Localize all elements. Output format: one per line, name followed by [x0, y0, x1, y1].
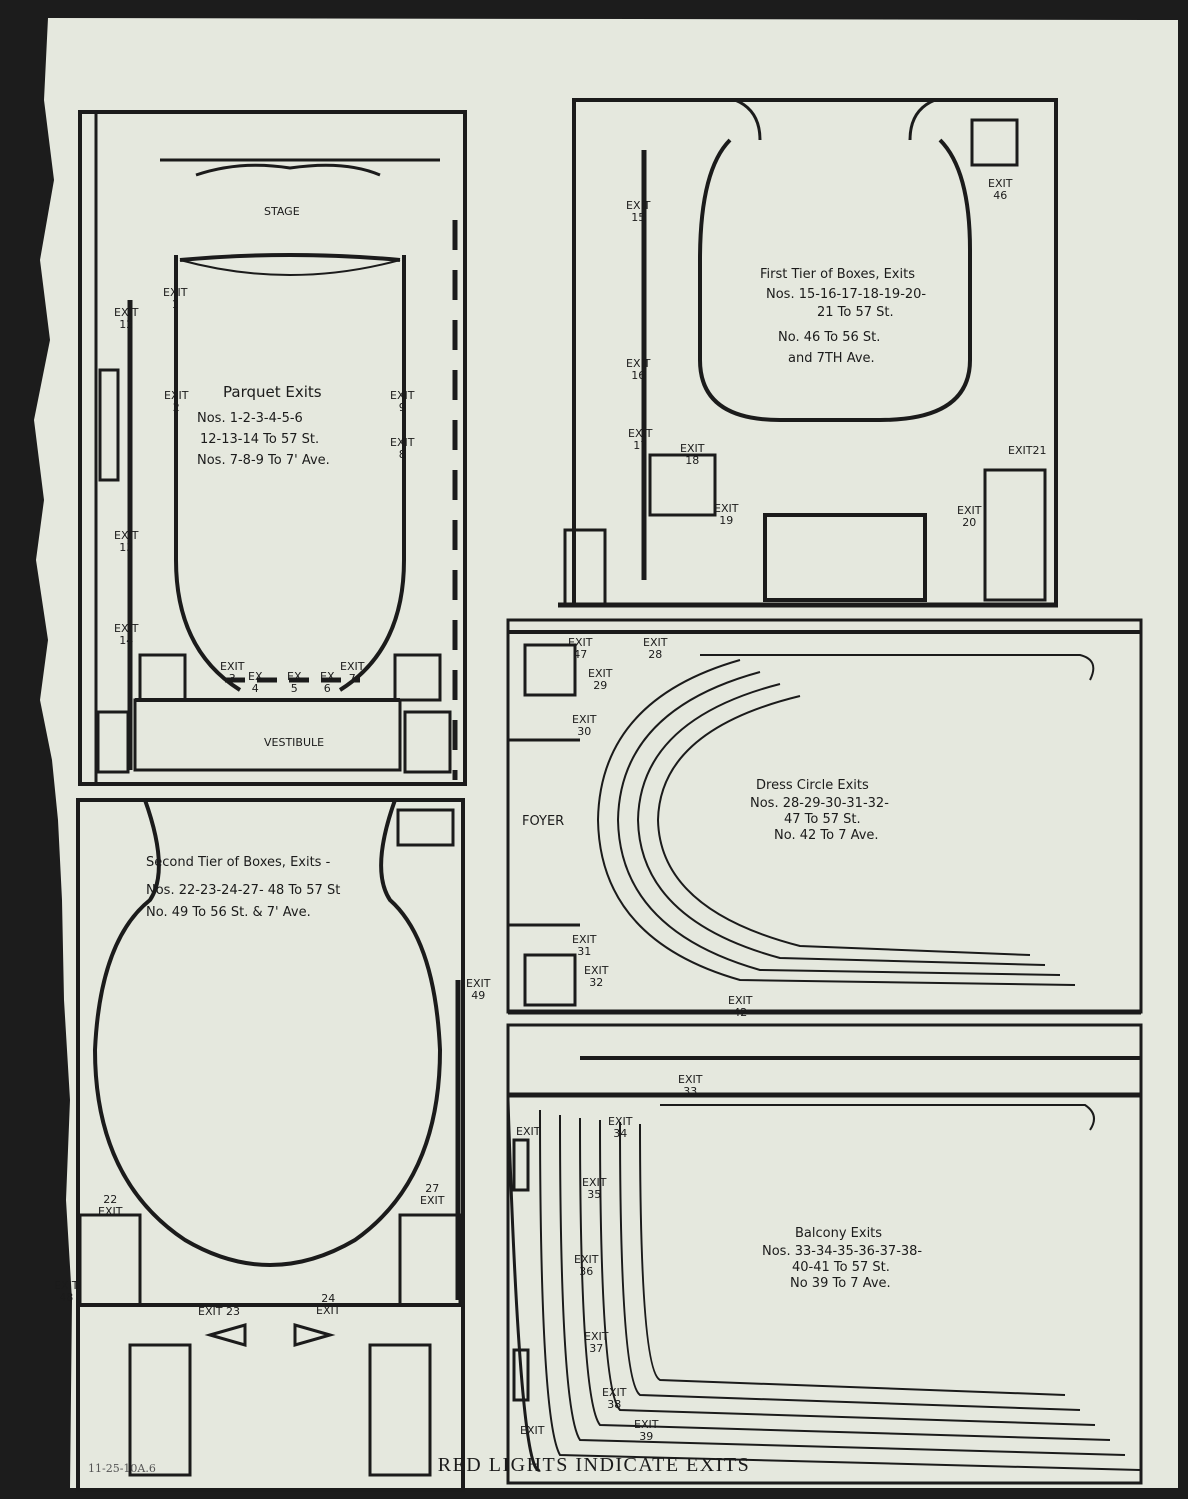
dress-circle-line-3: 47 To 57 St.: [784, 812, 861, 827]
parquet-line-3: Nos. 7-8-9 To 7' Ave.: [197, 453, 330, 468]
exit-27-label: 27 EXIT: [420, 1182, 445, 1207]
exit-1-label: EXIT 1: [163, 286, 188, 311]
parquet-line-2: 12-13-14 To 57 St.: [200, 432, 320, 447]
exit-32-label: EXIT 32: [584, 964, 609, 989]
exit-23-label: EXIT 23: [198, 1305, 240, 1318]
vestibule-label: VESTIBULE: [264, 736, 325, 749]
exit-19-label: EXIT 19: [714, 502, 739, 527]
exit-39-label: EXIT 39: [634, 1418, 659, 1443]
exit-46-label: EXIT 46: [988, 177, 1013, 202]
first-tier-line-3: 21 To 57 St.: [817, 305, 894, 320]
balcony-line-3: 40-41 To 57 St.: [792, 1260, 890, 1275]
exit-37-label: EXIT 37: [584, 1330, 609, 1355]
parquet-plan: [78, 110, 467, 786]
first-tier-line-5: and 7TH Ave.: [788, 351, 875, 366]
second-tier-line-3: No. 49 To 56 St. & 7' Ave.: [146, 905, 311, 920]
exit-35-label: EXIT 35: [582, 1176, 607, 1201]
exit-29-label: EXIT 29: [588, 667, 613, 692]
exit-9-label: EXIT 9: [390, 389, 415, 414]
exit-38-label: EXIT 38: [602, 1386, 627, 1411]
exit-7-label: EXIT 7: [340, 660, 365, 685]
ex-5-label: EX 5: [287, 670, 302, 695]
exit-42-label: EXIT 42: [728, 994, 753, 1019]
first-tier-line-2: Nos. 15-16-17-18-19-20-: [766, 287, 927, 302]
exit-14-label: EXIT 14: [114, 622, 139, 647]
exit-unnumbered-top: EXIT: [516, 1125, 541, 1138]
exit-34-label: EXIT 34: [608, 1115, 633, 1140]
paper: [34, 18, 1178, 1488]
footer-caption: RED LIGHTS INDICATE EXITS: [437, 1454, 751, 1476]
exit-24-label: 24 EXIT: [316, 1292, 341, 1317]
exit-31-label: EXIT 31: [572, 933, 597, 958]
parquet-title: Parquet Exits: [223, 383, 322, 401]
balcony-line-1: Balcony Exits: [795, 1226, 883, 1241]
exit-12-label: EXIT 12: [114, 306, 139, 331]
balcony-plan: [506, 1023, 1143, 1485]
exit-unnumbered-bottom: EXIT: [520, 1424, 545, 1437]
stage-label: STAGE: [264, 205, 300, 218]
exit-36-label: EXIT 36: [574, 1253, 599, 1278]
first-tier-line-4: No. 46 To 56 St.: [778, 330, 881, 345]
exit-16-label: EXIT 16: [626, 357, 651, 382]
first-tier-plan: [558, 98, 1058, 608]
ex-6-label: EX 6: [320, 670, 335, 695]
exit-13-label: EXIT 13: [114, 529, 139, 554]
exit-28-label: EXIT 28: [643, 636, 668, 661]
dress-circle-line-2: Nos. 28-29-30-31-32-: [750, 796, 889, 811]
exit-48-label: EXIT 48: [54, 1279, 79, 1304]
dress-circle-line-4: No. 42 To 7 Ave.: [774, 828, 879, 843]
exit-49-label: EXIT 49: [466, 977, 491, 1002]
exit-15-label: EXIT 15: [626, 199, 651, 224]
dress-circle-plan: [506, 618, 1143, 1015]
dress-circle-line-1: Dress Circle Exits: [756, 778, 869, 793]
ex-4-label: EX 4: [248, 670, 263, 695]
exit-2-label: EXIT 2: [164, 389, 189, 414]
balcony-line-2: Nos. 33-34-35-36-37-38-: [762, 1244, 923, 1259]
second-tier-plan: [76, 798, 465, 1492]
first-tier-line-1: First Tier of Boxes, Exits: [760, 267, 915, 282]
exit-17-label: EXIT 17: [628, 427, 653, 452]
foyer-label: FOYER: [522, 814, 565, 829]
exit-30-label: EXIT 30: [572, 713, 597, 738]
exit-3-label: EXIT 3: [220, 660, 245, 685]
parquet-line-1: Nos. 1-2-3-4-5-6: [197, 411, 303, 426]
exit-47-label: EXIT 47: [568, 636, 593, 661]
exit-22-label: 22 EXIT: [98, 1193, 123, 1218]
exit-33-label: EXIT 33: [678, 1073, 703, 1098]
balcony-line-4: No 39 To 7 Ave.: [790, 1276, 891, 1291]
second-tier-line-1: Second Tier of Boxes, Exits -: [146, 855, 331, 870]
exit-21-label: EXIT21: [1008, 444, 1047, 457]
exit-18-label: EXIT 18: [680, 442, 705, 467]
exit-20-label: EXIT 20: [957, 504, 982, 529]
second-tier-line-2: Nos. 22-23-24-27- 48 To 57 St: [146, 883, 341, 898]
pencil-annotation: 11-25-10A.6: [88, 1462, 156, 1475]
exit-8-label: EXIT 8: [390, 436, 415, 461]
